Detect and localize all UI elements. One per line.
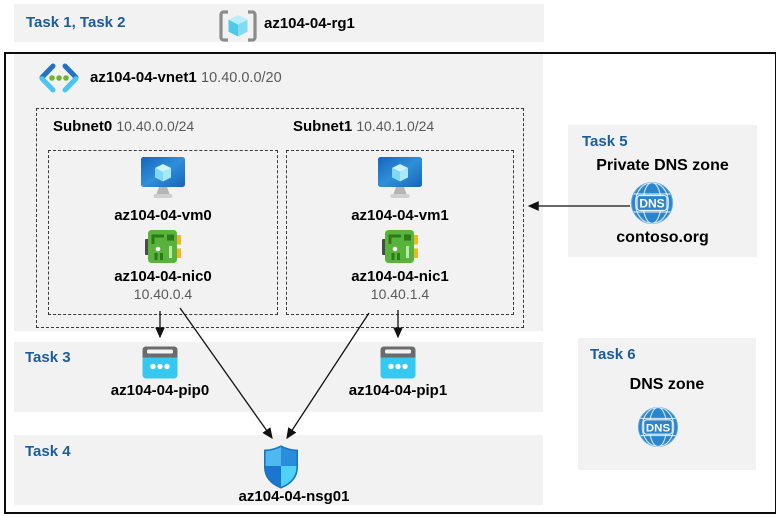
task4-band: Task 4 az104-04-nsg01: [14, 435, 543, 505]
dns-zone-icon: DNS: [637, 406, 679, 448]
nic1-icon: [381, 228, 419, 265]
task5-box: Task 5 Private DNS zone DNS contoso.org: [568, 125, 757, 257]
nic1-name: az104-04-nic1: [351, 268, 449, 285]
vnet-name: az104-04-vnet1: [90, 69, 197, 86]
vnet-cidr: 10.40.0.0/20: [201, 70, 282, 86]
vm1-icon: [377, 156, 423, 200]
task6-label: Task 6: [590, 346, 636, 363]
nsg-name: az104-04-nsg01: [238, 488, 350, 505]
vm1-name: az104-04-vm1: [351, 207, 449, 224]
vnet-icon: [36, 62, 82, 94]
dns-icon-text-5: DNS: [639, 197, 664, 211]
subnet1-name: Subnet1: [293, 118, 353, 135]
pip0-name: az104-04-pip0: [110, 382, 210, 399]
private-dns-zone-name: contoso.org: [616, 229, 709, 246]
task6-box: Task 6 DNS zone DNS: [578, 338, 756, 470]
task1-task2-label: Task 1, Task 2: [26, 14, 126, 31]
task4-label: Task 4: [25, 443, 71, 460]
vnet-region: az104-04-vnet1 10.40.0.0/20 Subnet0 10.4…: [14, 54, 543, 331]
subnet0-box: az104-04-vm0: [48, 150, 278, 315]
subnet1-cidr: 10.40.1.0/24: [356, 118, 435, 134]
private-dns-zone-icon: DNS: [630, 181, 674, 225]
subnet0-cidr: 10.40.0.0/24: [116, 118, 195, 134]
private-dns-zone-title: Private DNS zone: [596, 157, 729, 174]
subnet0-name: Subnet0: [53, 118, 113, 135]
pip1-name: az104-04-pip1: [348, 382, 448, 399]
nic0-ip: 10.40.0.4: [133, 286, 193, 302]
dns-icon-text-6: DNS: [646, 422, 671, 434]
subnets-boundary: Subnet0 10.40.0.0/24 Subnet1 10.40.1.0/2…: [36, 108, 524, 328]
nsg-icon: [263, 445, 299, 489]
nic0-icon: [144, 228, 182, 265]
resource-group-name: az104-04-rg1: [264, 15, 355, 32]
pip0-icon: [142, 346, 178, 379]
task1-task2-band: Task 1, Task 2 az104-04-rg1: [14, 4, 544, 42]
task5-label: Task 5: [582, 133, 628, 150]
task3-band: Task 3 az104-04-pip0 az104-04-pip1: [14, 342, 543, 412]
pip1-icon: [380, 346, 416, 379]
nic0-name: az104-04-nic0: [114, 268, 212, 285]
task3-label: Task 3: [25, 349, 71, 366]
nic1-ip: 10.40.1.4: [370, 286, 430, 302]
resource-group-icon: [217, 8, 259, 44]
dns-zone-title: DNS zone: [629, 376, 705, 393]
vm0-icon: [140, 156, 186, 200]
vm0-name: az104-04-vm0: [114, 207, 212, 224]
subnet1-box: az104-04-vm1: [286, 150, 514, 315]
